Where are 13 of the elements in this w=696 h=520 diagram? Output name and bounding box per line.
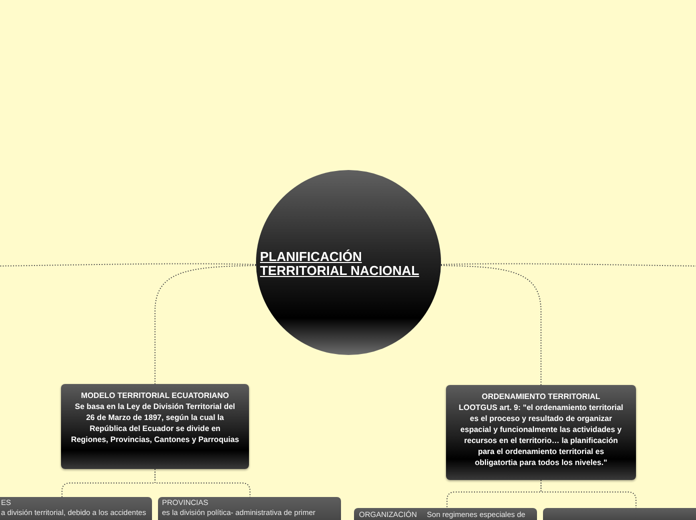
connector-line	[154, 468, 250, 498]
topic-title: PLANIFICACIÓN TERRITORIAL NACIONAL	[260, 250, 420, 278]
topic-card	[0, 497, 152, 520]
connector-line	[0, 263, 256, 266]
connector-line	[540, 480, 636, 508]
connector-line	[440, 263, 696, 266]
connector-line	[154, 265, 257, 384]
topic-card	[158, 497, 341, 520]
topic-card	[61, 384, 249, 469]
topic-card	[354, 508, 537, 520]
topic-card	[543, 508, 696, 520]
topic-card	[446, 385, 636, 480]
connector-line	[440, 265, 542, 386]
